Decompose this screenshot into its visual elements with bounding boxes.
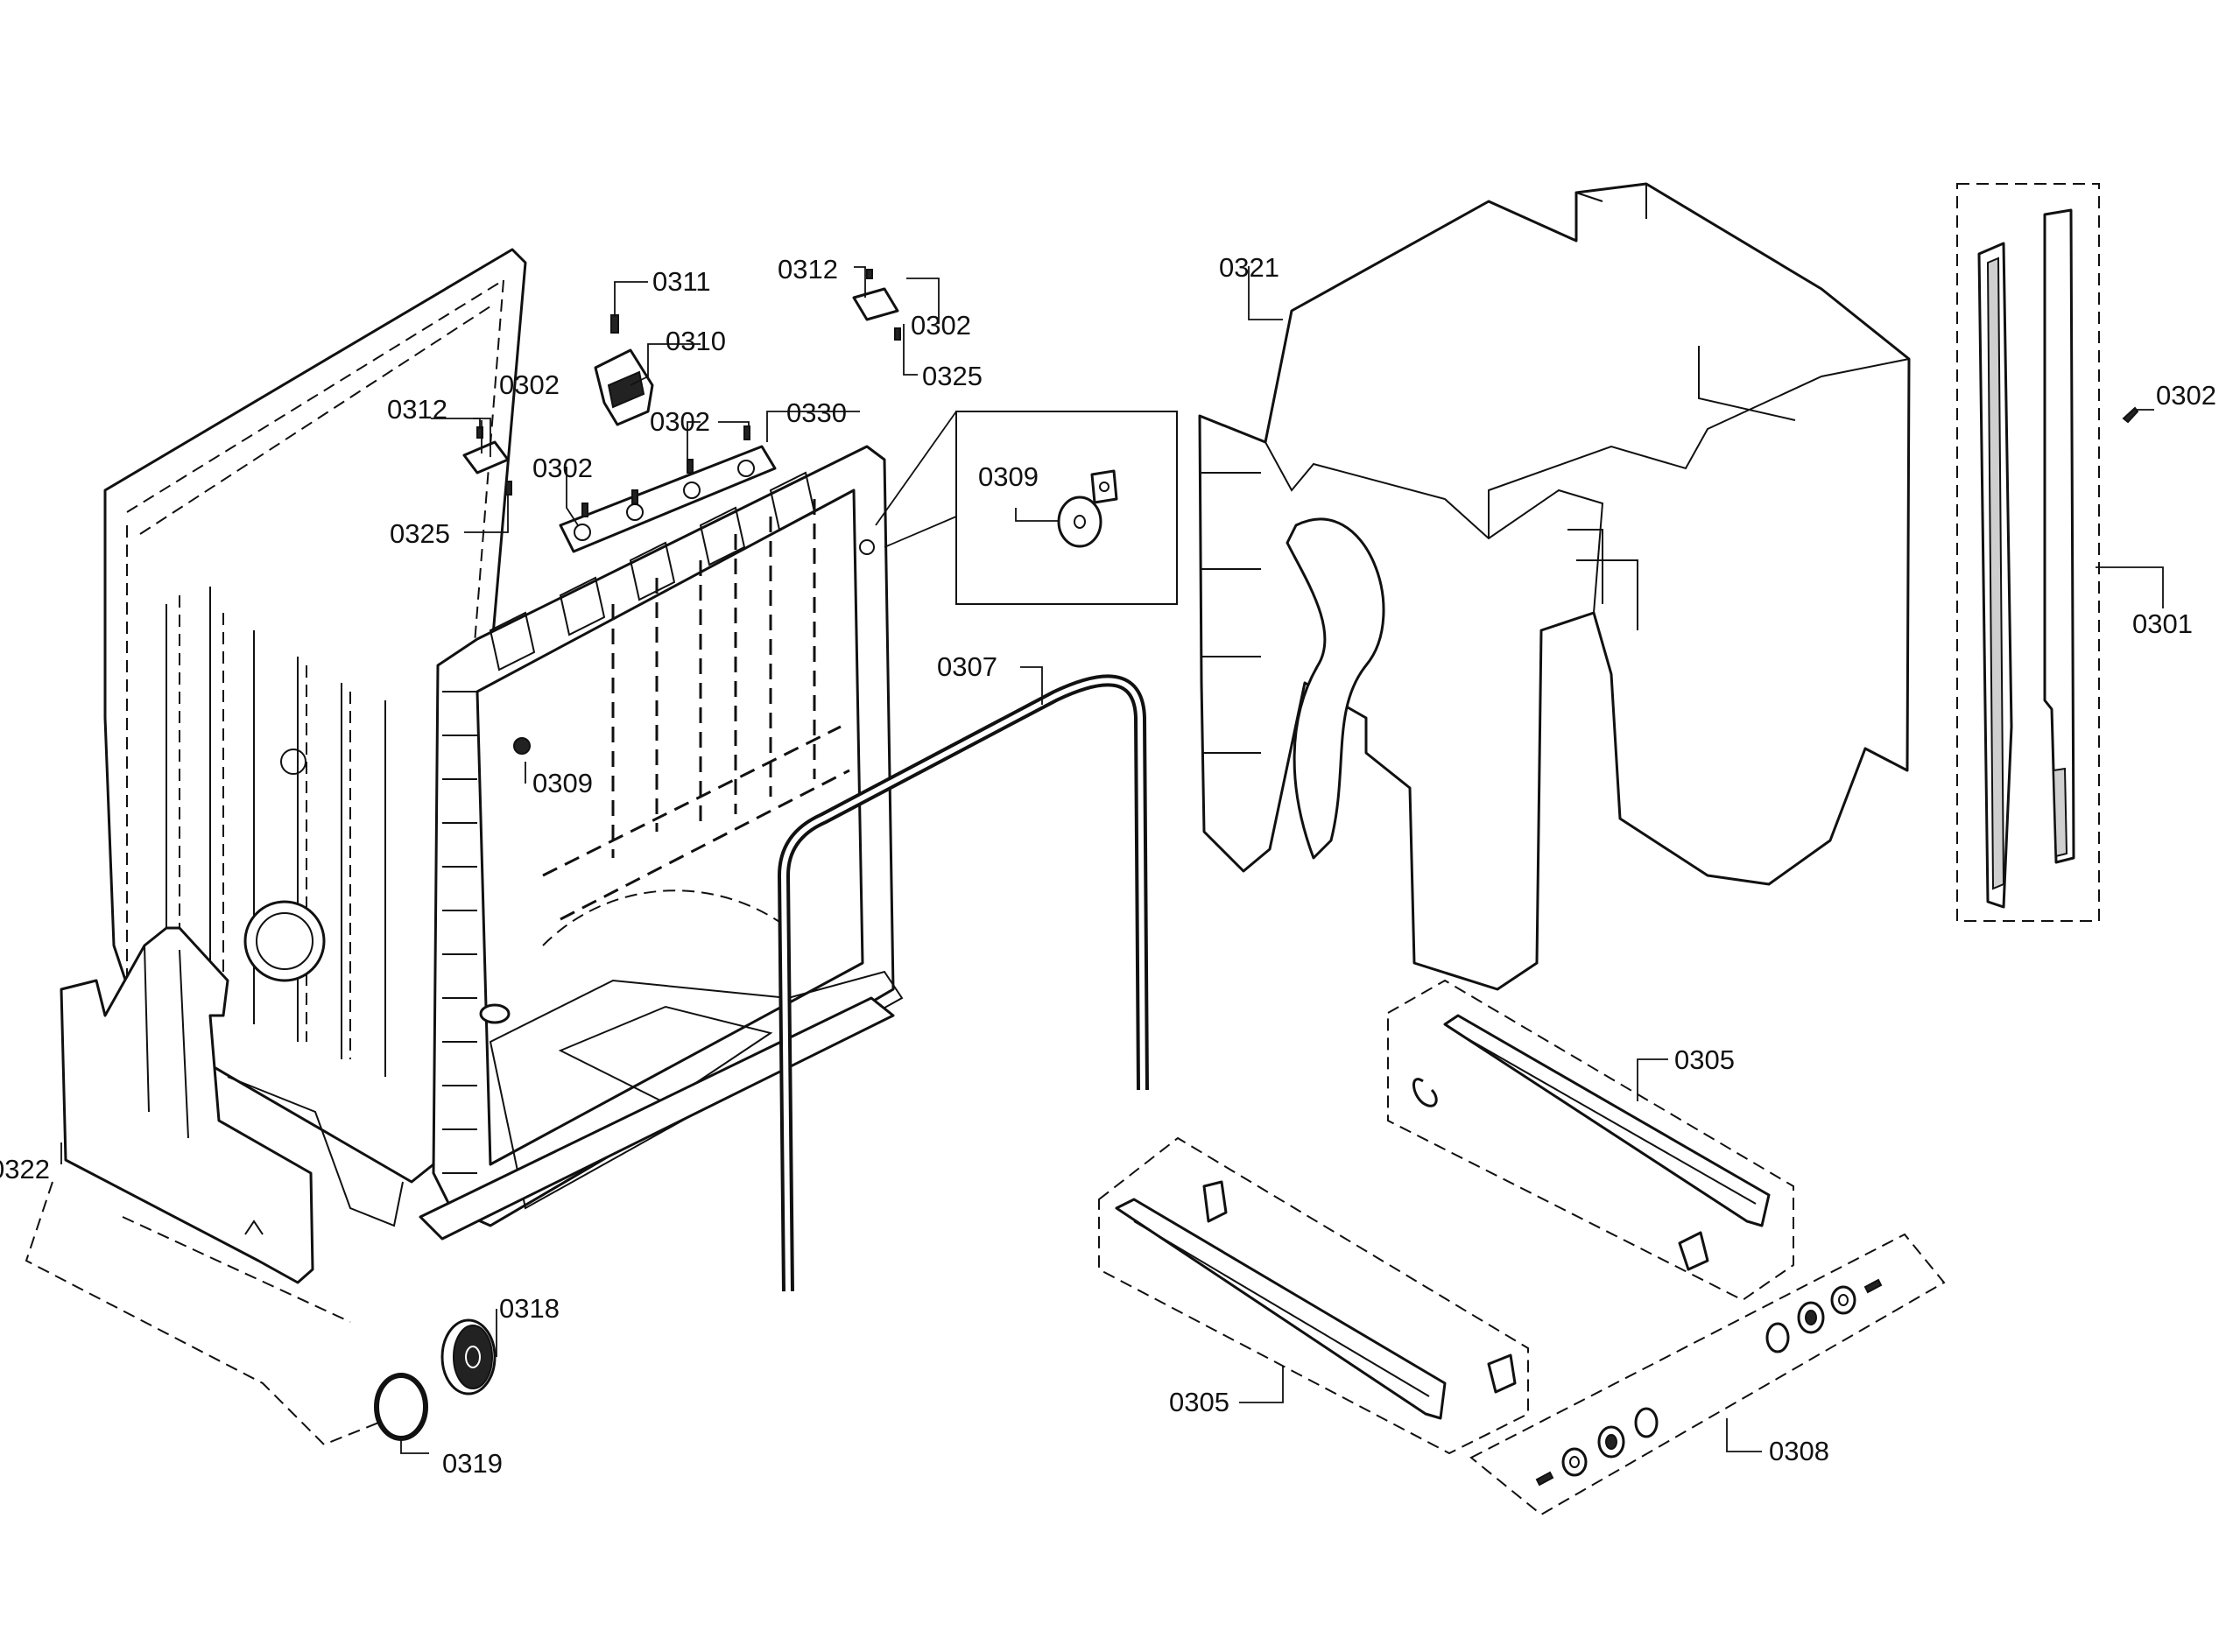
label-0301: 0301 <box>2132 608 2193 639</box>
label-0305-back: 0305 <box>1674 1044 1735 1075</box>
base-panel <box>25 926 412 1446</box>
rail-front-assembly <box>1098 1136 1529 1455</box>
label-0307: 0307 <box>937 651 997 682</box>
leader-lines <box>60 266 2164 1454</box>
wheels-set <box>1469 1233 1946 1516</box>
inset-detail-box <box>875 411 1178 605</box>
label-0322: 0322 <box>0 1154 50 1185</box>
side-rails-group <box>1956 183 2139 922</box>
label-0319: 0319 <box>442 1448 503 1479</box>
rail-back-assembly <box>1387 979 1794 1302</box>
label-0325-right: 0325 <box>922 361 983 391</box>
label-0308: 0308 <box>1769 1436 1829 1466</box>
label-0302-center: 0302 <box>650 406 710 437</box>
part-labels: 0311 0310 0312 0302 0325 0302 0302 0330 … <box>0 252 2216 1479</box>
label-0325-left: 0325 <box>390 518 450 549</box>
label-0302-mid: 0302 <box>532 453 593 483</box>
nut-and-ring <box>374 1318 497 1441</box>
insulation-blanket <box>1198 182 1911 991</box>
label-0309-inner: 0309 <box>532 768 593 798</box>
label-0311: 0311 <box>652 266 711 297</box>
label-0310: 0310 <box>666 326 726 356</box>
label-0321: 0321 <box>1219 252 1279 283</box>
label-0302-right: 0302 <box>911 310 971 341</box>
label-0312-left: 0312 <box>387 394 447 425</box>
label-0312-right: 0312 <box>778 254 838 285</box>
label-0318: 0318 <box>499 1293 560 1324</box>
label-0305-front: 0305 <box>1169 1387 1229 1417</box>
label-0302-left-top: 0302 <box>499 369 560 400</box>
tub-assembly <box>103 248 904 1241</box>
door-gasket <box>778 674 1149 1292</box>
label-0330: 0330 <box>786 397 847 428</box>
label-0302-far-right: 0302 <box>2156 380 2216 411</box>
label-0309-inset: 0309 <box>978 461 1039 492</box>
